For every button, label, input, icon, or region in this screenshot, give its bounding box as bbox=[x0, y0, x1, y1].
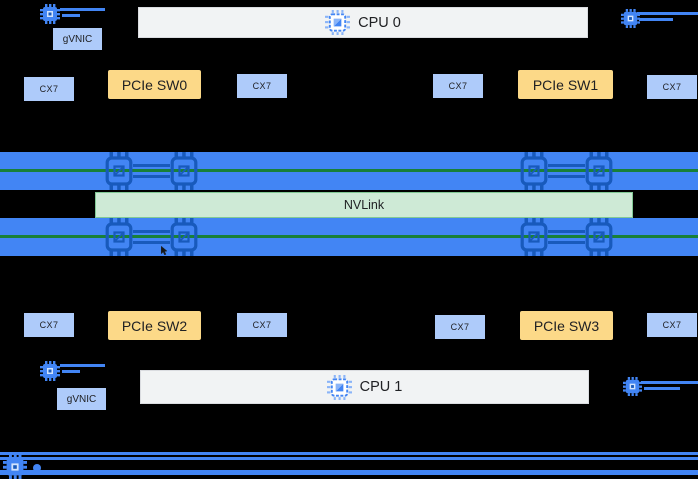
cpu-chip-icon bbox=[326, 374, 352, 400]
gpu-pair-connector bbox=[133, 241, 170, 244]
bottom-rail bbox=[0, 470, 698, 475]
cx7-box: CX7 bbox=[237, 74, 287, 98]
cx7-label: CX7 bbox=[450, 322, 470, 332]
cpu-chip-icon bbox=[325, 10, 351, 35]
nvlink-bar: NVLink bbox=[95, 192, 633, 218]
cx7-label: CX7 bbox=[662, 320, 682, 330]
gpu-chip-icon bbox=[105, 218, 133, 256]
gvnic-label: gVNIC bbox=[66, 393, 97, 405]
gpu-pair-connector bbox=[133, 164, 170, 167]
gpu-bar-top bbox=[0, 152, 698, 190]
network-line-top-left bbox=[60, 8, 105, 11]
cx7-box: CX7 bbox=[24, 77, 74, 101]
cx7-box: CX7 bbox=[647, 313, 697, 337]
gpu-chip-icon bbox=[585, 218, 613, 256]
pcie-sw1-label: PCIe SW1 bbox=[532, 76, 599, 93]
pcie-sw3-box: PCIe SW3 bbox=[520, 311, 613, 340]
nic-chip-icon-bottom-left bbox=[3, 455, 27, 479]
gpu-chip-icon bbox=[520, 152, 548, 190]
network-line-mid-left bbox=[60, 364, 105, 367]
network-line-mid-right bbox=[641, 381, 698, 384]
gpu-chip-icon bbox=[170, 152, 198, 190]
gvnic-label: gVNIC bbox=[62, 33, 93, 45]
gpu-chip-icon bbox=[105, 152, 133, 190]
pcie-sw0-label: PCIe SW0 bbox=[121, 76, 188, 93]
network-line-top-left-short bbox=[62, 14, 80, 17]
gpu-pair-connector bbox=[133, 175, 170, 178]
cx7-label: CX7 bbox=[39, 84, 59, 94]
gpu-interconnect-line bbox=[0, 235, 698, 238]
gpu-pair-connector bbox=[548, 175, 585, 178]
pcie-sw2-box: PCIe SW2 bbox=[108, 311, 201, 340]
nic-chip-icon-top-right bbox=[621, 9, 640, 28]
cx7-box: CX7 bbox=[237, 313, 287, 337]
pcie-sw1-box: PCIe SW1 bbox=[518, 70, 613, 99]
gpu-pair-connector bbox=[548, 230, 585, 233]
nic-chip-icon-mid-left bbox=[40, 361, 60, 381]
legend-dot bbox=[33, 464, 41, 472]
nic-chip-icon-mid-right bbox=[623, 377, 642, 396]
network-line-mid-right-short bbox=[644, 387, 680, 390]
cx7-label: CX7 bbox=[662, 82, 682, 92]
cx7-label: CX7 bbox=[39, 320, 59, 330]
bottom-rail bbox=[0, 457, 698, 460]
gpu-interconnect-line bbox=[0, 169, 698, 172]
cpu0-box: CPU 0 bbox=[138, 7, 588, 38]
mouse-cursor bbox=[161, 246, 168, 255]
gpu-chip-icon bbox=[585, 152, 613, 190]
cx7-label: CX7 bbox=[252, 81, 272, 91]
cx7-box: CX7 bbox=[433, 74, 483, 98]
cx7-box: CX7 bbox=[435, 315, 485, 339]
cx7-label: CX7 bbox=[448, 81, 468, 91]
gpu-pair-connector bbox=[548, 241, 585, 244]
gpu-chip-icon bbox=[170, 218, 198, 256]
pcie-sw3-label: PCIe SW3 bbox=[533, 317, 600, 334]
cpu1-label: CPU 1 bbox=[359, 379, 403, 395]
gpu-pair-connector bbox=[548, 164, 585, 167]
cpu1-box: CPU 1 bbox=[140, 370, 589, 404]
nvlink-label: NVLink bbox=[343, 198, 385, 212]
gpu-bar-bottom bbox=[0, 218, 698, 256]
cx7-label: CX7 bbox=[252, 320, 272, 330]
pcie-sw0-box: PCIe SW0 bbox=[108, 70, 201, 99]
nic-chip-icon-top-left bbox=[40, 4, 60, 24]
cx7-box: CX7 bbox=[24, 313, 74, 337]
pcie-sw2-label: PCIe SW2 bbox=[121, 317, 188, 334]
cpu0-label: CPU 0 bbox=[358, 14, 401, 31]
gvnic-box-bottom: gVNIC bbox=[57, 388, 106, 410]
gpu-pair-connector bbox=[133, 230, 170, 233]
gpu-chip-icon bbox=[520, 218, 548, 256]
network-line-top-right-short bbox=[639, 18, 673, 21]
cx7-box: CX7 bbox=[647, 75, 697, 99]
network-line-mid-left-short bbox=[62, 370, 80, 373]
bottom-rail bbox=[0, 452, 698, 455]
gvnic-box-top: gVNIC bbox=[53, 28, 102, 50]
network-line-top-right bbox=[637, 12, 698, 15]
